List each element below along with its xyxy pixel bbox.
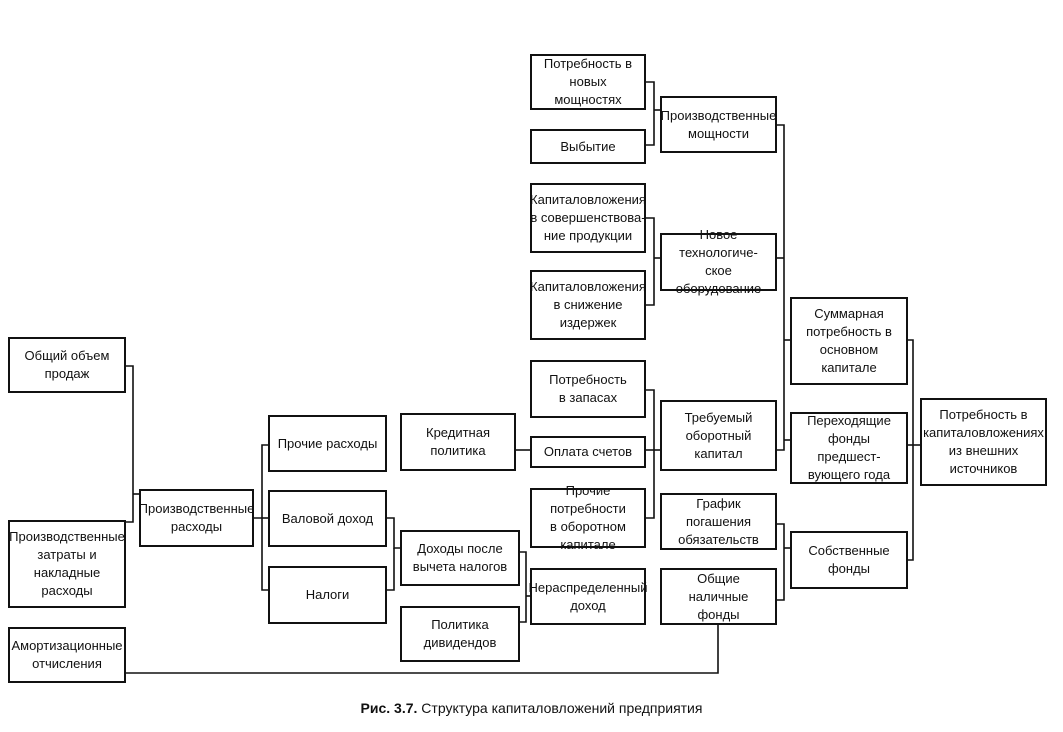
node-invest-cost-reduction: Капиталовложения в снижение издержек <box>530 270 646 340</box>
node-new-capacity-need: Потребность в новых мощностях <box>530 54 646 110</box>
figure-number: Рис. 3.7. <box>360 700 418 716</box>
node-other-working-capital: Прочие потребности в оборотном капитале <box>530 483 646 552</box>
node-retained-earnings: Нераспределенный доход <box>529 568 647 625</box>
connector <box>520 551 527 623</box>
node-total-fixed-capital-need: Суммарная потребность в основном капитал… <box>790 297 908 385</box>
node-gross-income: Валовой доход <box>268 490 387 547</box>
node-carryover-funds: Переходящие фонды предшест- вующего года <box>790 412 908 484</box>
connector <box>261 518 268 591</box>
connector <box>254 444 268 519</box>
node-production-expenses: Производственные расходы <box>139 489 254 547</box>
node-other-expenses: Прочие расходы <box>268 415 387 472</box>
node-external-investment-need: Потребность в капиталовложениях из внешн… <box>920 398 1047 486</box>
connector <box>126 365 134 523</box>
node-total-cash: Общие наличные фонды <box>660 568 777 625</box>
connector <box>646 217 655 306</box>
connector <box>646 81 655 146</box>
connector <box>387 548 395 591</box>
node-production-capacity: Производственные мощности <box>660 96 777 153</box>
node-total-sales: Общий объем продаж <box>8 337 126 393</box>
node-dividend-policy: Политика дивидендов <box>400 606 520 662</box>
connector <box>777 523 785 601</box>
node-credit-policy: Кредитная политика <box>400 413 516 471</box>
node-liability-schedule: График погашения обязательств <box>660 493 777 550</box>
node-bill-payment: Оплата счетов <box>530 436 646 468</box>
node-depreciation: Амортизационные отчисления <box>8 627 126 683</box>
node-taxes: Налоги <box>268 566 387 624</box>
node-income-after-tax: Доходы после вычета налогов <box>400 530 520 586</box>
connector <box>777 124 785 451</box>
connector <box>126 625 719 674</box>
figure-caption-text: Структура капиталовложений предприятия <box>421 700 703 716</box>
node-production-costs-overhead: Производственные затраты и накладные рас… <box>8 520 126 608</box>
connector <box>387 517 400 549</box>
node-inventory-need: Потребность в запасах <box>530 360 646 418</box>
connector <box>646 389 655 519</box>
figure-caption: Рис. 3.7. Структура капиталовложений пре… <box>0 700 1063 716</box>
connector <box>908 339 914 561</box>
node-required-working-capital: Требуемый оборотный капитал <box>660 400 777 471</box>
node-retirement: Выбытие <box>530 129 646 164</box>
node-new-tech-equipment: Новое технологиче- ское оборудование <box>660 227 777 296</box>
node-invest-product-improvement: Капиталовложения в совершенствова- ние п… <box>530 183 646 253</box>
node-own-funds: Собственные фонды <box>790 531 908 589</box>
